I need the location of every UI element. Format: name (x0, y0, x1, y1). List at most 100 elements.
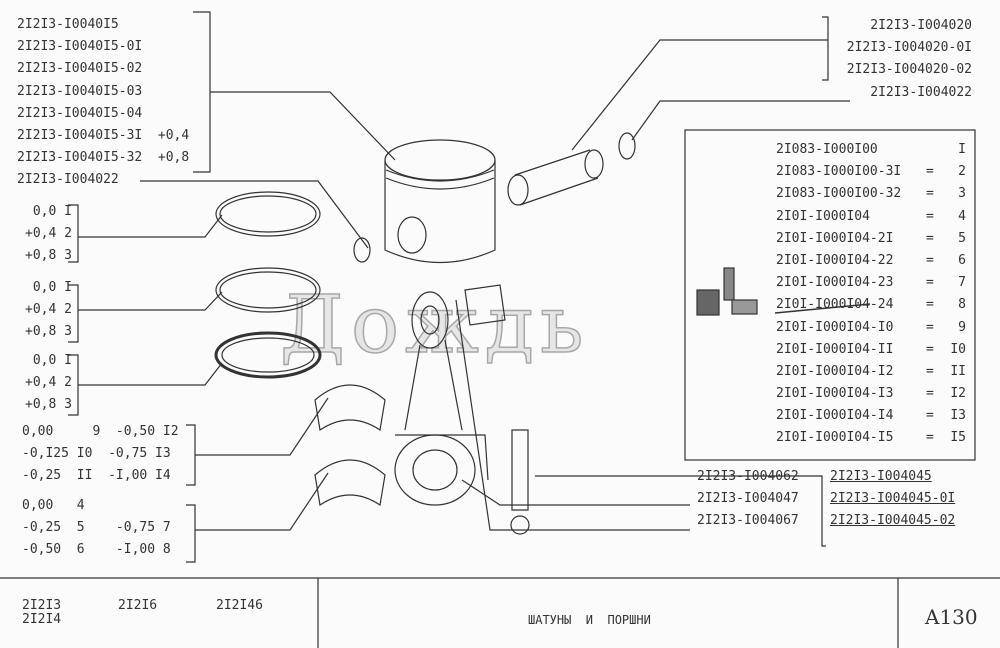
kit-equals: = (926, 230, 934, 246)
kit-equals: = (926, 164, 934, 180)
kit-size-code: 2 (958, 164, 966, 180)
upper-bearing-sizes: 0,00 9 -0,50 I2 -0,I25 I0 -0,75 I3 -0,25 I… (22, 421, 179, 488)
kit-size-code: I2 (950, 386, 966, 402)
kit-size-code: 5 (958, 230, 966, 246)
kit-row: 2I083-I000I00-3I = 2 (776, 161, 966, 183)
kit-part-number: 2I0I-I000I04-24 (776, 297, 894, 313)
ring-size: +0,4 2 (25, 375, 72, 391)
ring-set-1: 0,0 I +0,4 2 +0,8 3 (20, 201, 72, 268)
ring-size: 0,0 I (32, 280, 72, 295)
ring-set-3: 0,0 I +0,4 2 +0,8 3 (20, 350, 72, 417)
kit-part-number: 2I083-I000I00 (776, 142, 878, 157)
circlip-part-number: 2I2I3-I004022 (870, 84, 972, 100)
kit-icon (696, 289, 720, 316)
model-code: 2I2I46 (216, 598, 263, 613)
section-title: ШАТУНЫ И ПОРШНИ (528, 613, 651, 627)
bearing-size: 0,00 4 (22, 498, 85, 513)
watermark: Дождь (279, 278, 590, 371)
nut-part-number: 2I2I3-I004067 (697, 513, 799, 529)
kit-size-code: I5 (950, 430, 966, 446)
connecting-rod (394, 291, 489, 506)
kit-part-number: 2I0I-I000I04-II (776, 341, 894, 357)
ring-set-2: 0,0 I+0,4 2+0,8 3 (20, 277, 72, 344)
part-number: 2I2I3-I0040I5-0I (17, 39, 143, 55)
kit-part-number: 2I083-I000I00-3I (776, 164, 902, 180)
part-number: 2I2I3-I0040I5-03 (17, 83, 143, 99)
kit-equals: = (926, 208, 934, 224)
ring-size: +0,8 3 (25, 397, 72, 413)
kit-size-code: 3 (958, 186, 966, 202)
kit-row: 2I0I-I000I04-I4 = I3 (776, 405, 966, 427)
kit-part-number: 2I0I-I000I04-2I (776, 230, 894, 246)
rod-assembly-list: 2I2I3-I004045 2I2I3-I004045-0I 2I2I3-I00… (830, 466, 955, 533)
bearing-size: -0,25 II -I,00 I4 (22, 468, 171, 484)
kit-part-number: 2I0I-I000I04-22 (776, 252, 894, 268)
kit-part-number: 2I0I-I000I04-I2 (776, 363, 894, 379)
bushing (464, 284, 506, 326)
bolt-part-number: 2I2I3-I004062 (697, 469, 799, 484)
kit-equals: = (926, 297, 934, 313)
kit-row: 2I0I-I000I04-2I = 5 (776, 228, 966, 250)
kit-row: 2I0I-I000I04-I5 = I5 (776, 427, 966, 449)
kit-part-number: 2I0I-I000I04-I4 (776, 408, 894, 424)
ring-size: +0,8 3 (25, 248, 72, 264)
kit-equals: = (926, 275, 934, 291)
kit-size-code: II (950, 363, 966, 379)
fastener-part-list: 2I2I3-I004062 2I2I3-I004047 2I2I3-I00406… (697, 466, 799, 533)
piston-pin (507, 149, 604, 206)
circlip-right (618, 132, 636, 160)
kit-equals: = (926, 386, 934, 402)
kit-row: 2I083-I000I00 I (776, 139, 966, 161)
part-number: 2I2I3-I004045-02 (830, 513, 956, 529)
ring-size: +0,4 2 (25, 226, 72, 242)
bearing-size: -0,50 6 -I,00 8 (22, 542, 171, 558)
part-number: 2I2I3-I004020 (870, 18, 972, 33)
part-number: 2I2I3-I0040I5-32 +0,8 (17, 150, 190, 166)
kit-row: 2I0I-I000I04-24 = 8 (776, 294, 966, 316)
kit-size-code: I3 (950, 408, 966, 424)
kit-part-number: 2I0I-I000I04-I5 (776, 430, 894, 446)
ring-size: 0,0 I (32, 353, 72, 368)
kit-row: 2I0I-I000I04-I2=II (776, 361, 966, 383)
part-number: 2I2I3-I004020-02 (846, 62, 972, 78)
ring-size: +0,4 2 (25, 302, 72, 318)
kit-part-number: 2I083-I000I00-32 (776, 186, 902, 202)
kit-part-number: 2I0I-I000I04-23 (776, 275, 894, 291)
kit-equals: = (926, 341, 934, 357)
kit-size-code: I (958, 142, 966, 157)
lower-bearing-sizes: 0,00 4 -0,25 5 -0,75 7 -0,50 6 -I,00 8 (22, 495, 171, 562)
kit-row: 2I0I-I000I04-22=6 (776, 250, 966, 272)
circlip-left (353, 237, 371, 263)
kit-size-code: I0 (950, 341, 966, 357)
kit-equals: = (926, 430, 934, 446)
part-number: 2I2I3-I0040I5-02 (17, 61, 143, 77)
kit-size-code: 4 (958, 208, 966, 224)
bolt (511, 429, 529, 511)
kit-row: 2I083-I000I00-32 = 3 (776, 183, 966, 205)
nut (510, 515, 530, 535)
kit-equals: = (926, 252, 934, 268)
pin-part-list: 2I2I3-I004020 2I2I3-I004020-0I 2I2I3-I00… (830, 15, 972, 104)
bushing-part-number: 2I2I3-I004047 (697, 491, 799, 507)
kit-equals: = (926, 408, 934, 424)
part-number: 2I2I3-I004045 (830, 469, 932, 484)
kit-size-code: 9 (958, 319, 966, 335)
kit-equals: = (926, 186, 934, 202)
bearing-size: -0,I25 I0 -0,75 I3 (22, 446, 171, 462)
part-number: 2I2I3-I0040I5-3I +0,4 (17, 127, 190, 143)
kit-row: 2I0I-I000I04-23=7 (776, 272, 966, 294)
model-code: 2I2I4 (22, 612, 62, 627)
ring-size: 0,0 I (32, 204, 72, 219)
piston (384, 139, 496, 263)
part-number: 2I2I3-I004045-0I (830, 491, 956, 507)
bearing-size: -0,25 5 -0,75 7 (22, 520, 171, 536)
kit-row: 2I0I-I000I04 = 4 (776, 206, 966, 228)
model-code: 2I2I6 (118, 598, 158, 613)
piston-part-list: 2I2I3-I0040I5 2I2I3-I0040I5-0I 2I2I3-I00… (17, 14, 189, 192)
part-number: 2I2I3-I0040I5 (17, 17, 119, 32)
kit-size-code: 8 (958, 297, 966, 313)
kit-part-number: 2I0I-I000I04 (776, 208, 870, 224)
bearing-size: 0,00 9 -0,50 I2 (22, 424, 179, 439)
